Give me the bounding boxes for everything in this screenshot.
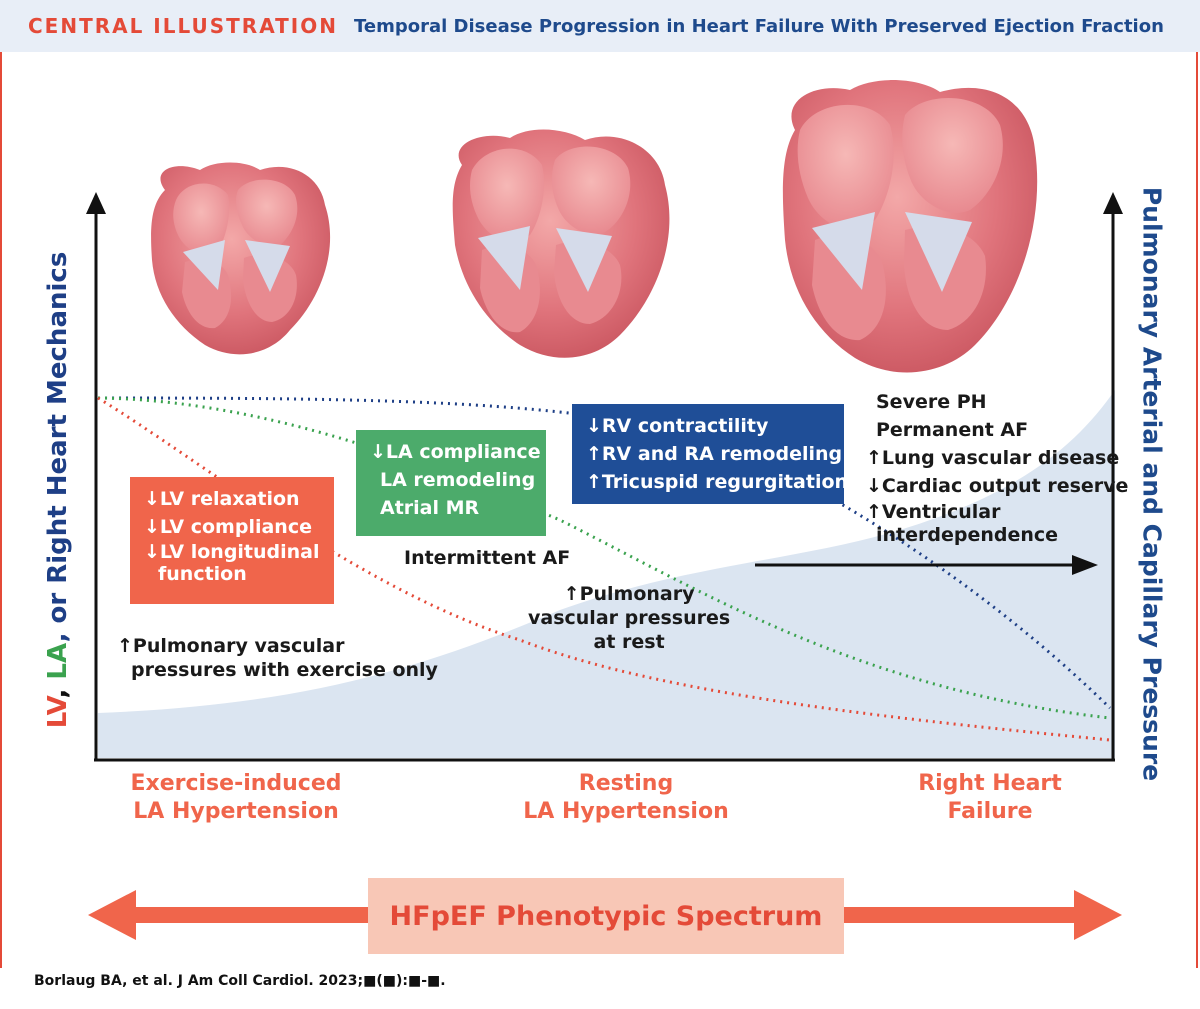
exercise-pressure-note: ↑Pulmonary vascular pressures with exerc… [117,634,438,682]
la-box-line: Atrial MR [380,497,480,519]
y-label-rest: , or Right Heart Mechanics [43,251,73,643]
heart-illustration-early [151,162,331,355]
rv-box-line: ↑Tricuspid regurgitation [586,471,849,493]
note-line: ↑Lung vascular disease [866,447,1120,469]
y-label-la: LA [43,642,73,680]
intermittent-af-note: Intermittent AF [404,547,571,569]
rest-pressure-note: ↑Pulmonary vascular pressures at rest [528,582,730,654]
lv-box-line: ↓LV compliance [144,516,312,538]
header-bar: CENTRAL ILLUSTRATION Temporal Disease Pr… [0,0,1200,52]
note-line: pressures with exercise only [131,659,438,681]
note-line: ↑Pulmonary vascular [117,635,345,657]
note-line: ↓Cardiac output reserve [866,475,1129,497]
lv-changes-box: ↓LV relaxation ↓LV compliance ↓LV longit… [130,477,334,604]
stage-label-exercise: Exercise-induced LA Hypertension [130,770,341,826]
note-line: interdependence [876,524,1059,546]
la-box-line: LA remodeling [380,469,536,491]
y-label-lv: LV [43,698,73,729]
la-box-line: ↓LA compliance [370,441,541,463]
y-axis-right-arrow-icon [1103,192,1123,214]
lv-box-line: function [158,563,247,585]
la-curve [97,396,1111,720]
rv-changes-box: ↓RV contractility ↑RV and RA remodeling … [572,404,849,504]
y-axis-right-label: Pulmonary Arterial and Capillary Pressur… [1137,186,1167,782]
note-line: Permanent AF [876,419,1029,441]
spectrum-label: HFpEF Phenotypic Spectrum [368,878,844,954]
citation: Borlaug BA, et al. J Am Coll Cardiol. 20… [34,973,446,989]
note-line: ↑Ventricular [866,501,1001,523]
rv-box-line: ↓RV contractility [586,415,769,437]
heart-illustration-advanced [782,80,1038,373]
rv-box-line: ↑RV and RA remodeling [586,443,843,465]
note-line: vascular pressures [528,607,731,629]
y-axis-left-arrow-icon [86,192,106,214]
advanced-features-note: Severe PH Permanent AF ↑Lung vascular di… [866,388,1128,546]
header-label: CENTRAL ILLUSTRATION [28,14,338,38]
y-label-sep-1: , [43,679,73,699]
spectrum-arrow-right-icon [1074,890,1122,940]
note-line: ↑Pulmonary [563,583,695,605]
stage-line: Exercise-induced [130,771,342,796]
note-line: at rest [593,631,665,653]
stage-line: LA Hypertension [523,799,729,824]
pressure-area [98,390,1115,758]
stage-line: Right Heart [918,771,1062,796]
stage-line: Failure [947,799,1033,824]
note-line: Severe PH [876,391,987,413]
figure-frame [0,52,1198,968]
lv-box-line: ↓LV longitudinal [144,541,320,563]
progression-arrow-head-icon [1072,555,1098,575]
stage-line: Resting [578,771,674,796]
y-axis-left-label: LV, LA, or Right Heart Mechanics [43,252,73,729]
la-changes-box: ↓LA compliance LA remodeling Atrial MR [356,430,546,536]
header-title: Temporal Disease Progression in Heart Fa… [353,15,1164,37]
heart-illustration-middle [452,129,670,358]
stage-label-resting: Resting LA Hypertension [523,770,729,826]
spectrum-arrow-left-icon [88,890,136,940]
stage-line: LA Hypertension [133,799,339,824]
lv-box-line: ↓LV relaxation [144,488,300,510]
stage-label-right-heart: Right Heart Failure [918,770,1062,826]
